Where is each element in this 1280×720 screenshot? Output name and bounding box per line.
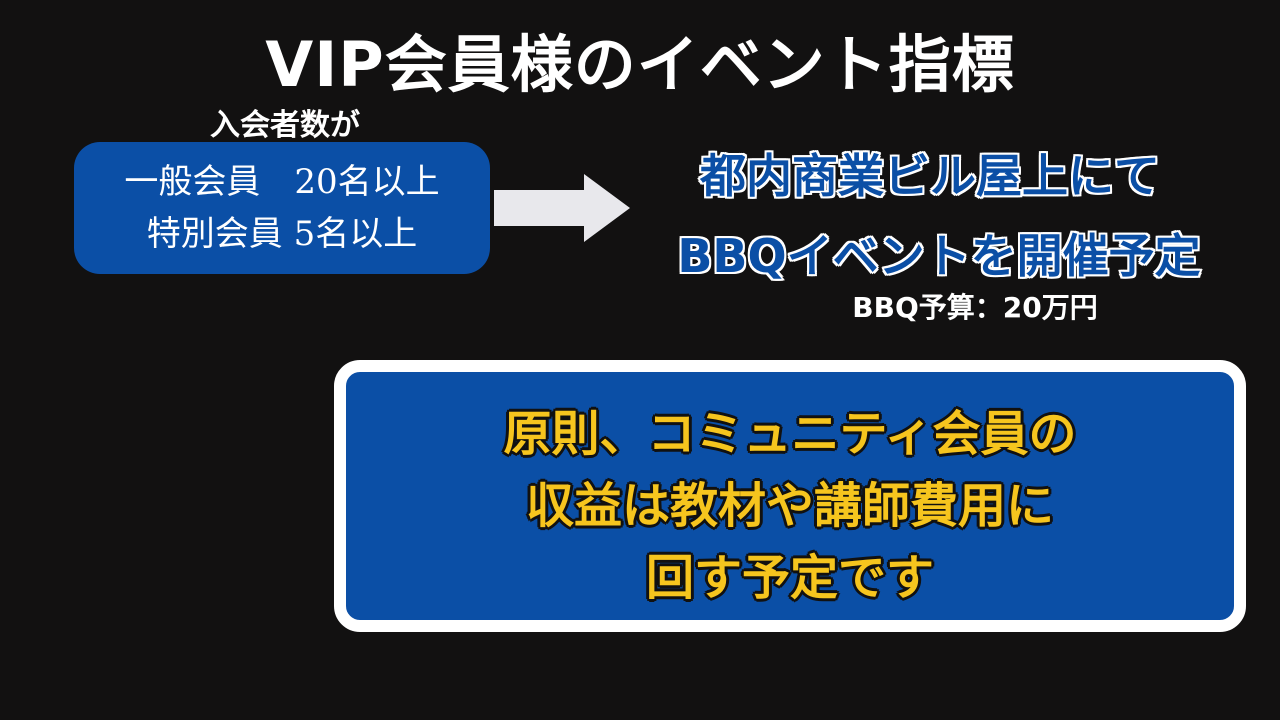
member-count-label: 入会者数が [210,108,360,143]
right-arrow-icon [494,174,630,242]
note-line-2: 収益は教材や講師費用に [525,478,1054,534]
event-plan-text: BBQイベントを開催予定 [676,228,1202,285]
bbq-budget: BBQ予算：20万円 [852,291,1098,324]
note-line-1: 原則、コミュニティ会員の [503,406,1077,462]
note-line-3: 回す予定です [645,550,934,606]
event-location-text: 都内商業ビル屋上にて [699,148,1162,205]
revenue-note-box: 原則、コミュニティ会員の 収益は教材や講師費用に 回す予定です [334,360,1246,632]
page-title: VIP会員様のイベント指標 [265,28,1015,101]
general-member-criteria: 一般会員 20名以上 [124,162,440,202]
member-criteria-box: 一般会員 20名以上 特別会員 5名以上 [74,142,490,274]
special-member-criteria: 特別会員 5名以上 [146,214,418,254]
